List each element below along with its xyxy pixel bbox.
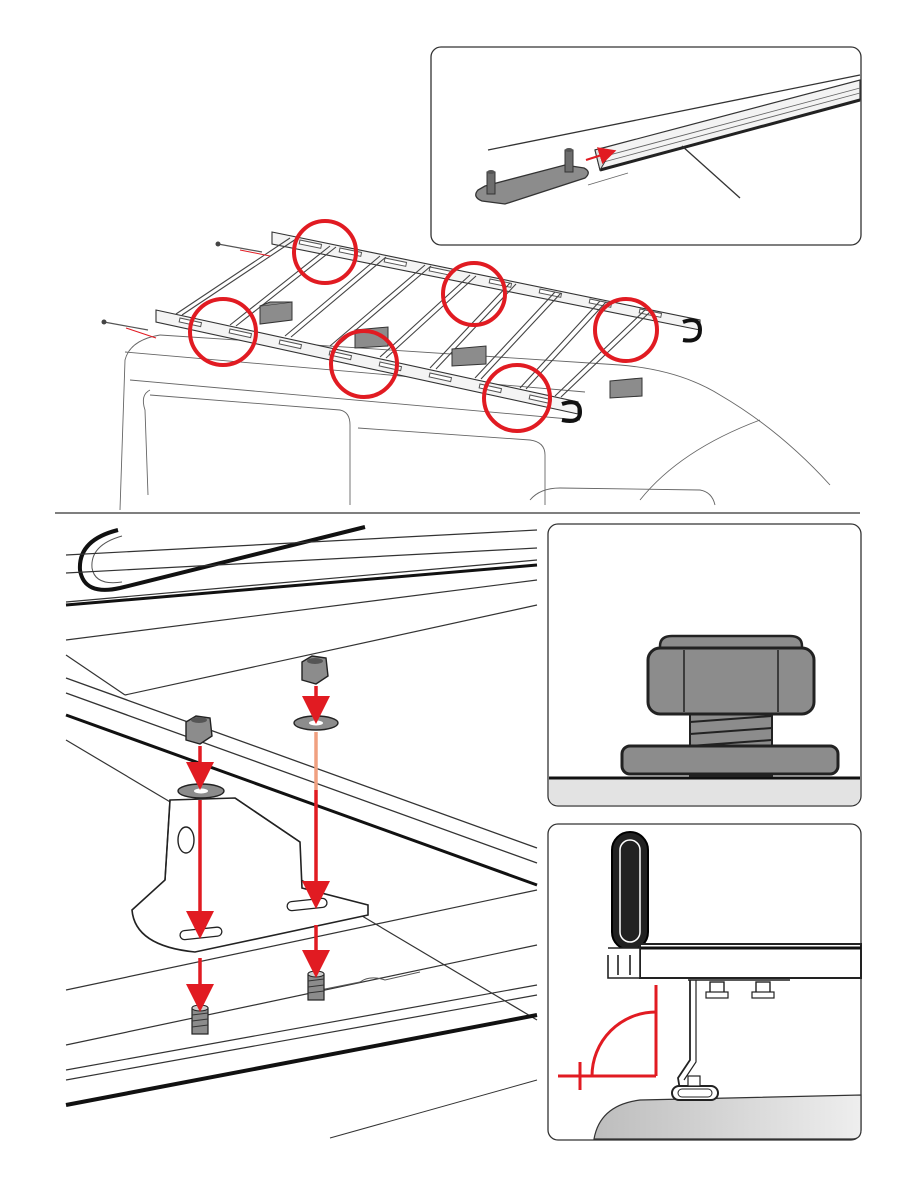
stud-icon (487, 172, 495, 194)
washer-icon (622, 746, 838, 774)
end-cap (612, 832, 648, 950)
rail-insert-detail-panel (431, 47, 861, 245)
crossbar-angle-detail-panel (548, 824, 861, 1140)
hex-nut-icon (186, 716, 212, 744)
stud-icon (565, 150, 573, 172)
bracket-mounting-panel (66, 527, 537, 1138)
circle-highlight-icon (443, 263, 505, 325)
highlight-circles (190, 221, 657, 431)
mounting-bracket (132, 798, 368, 952)
threaded-stud-icon (308, 971, 324, 1000)
hex-nut-icon (302, 656, 328, 684)
threaded-stud-icon (192, 1005, 208, 1034)
hex-nut-icon (648, 636, 814, 714)
nut-washer-detail-panel (548, 524, 861, 806)
rack-overview-panel (102, 221, 831, 510)
